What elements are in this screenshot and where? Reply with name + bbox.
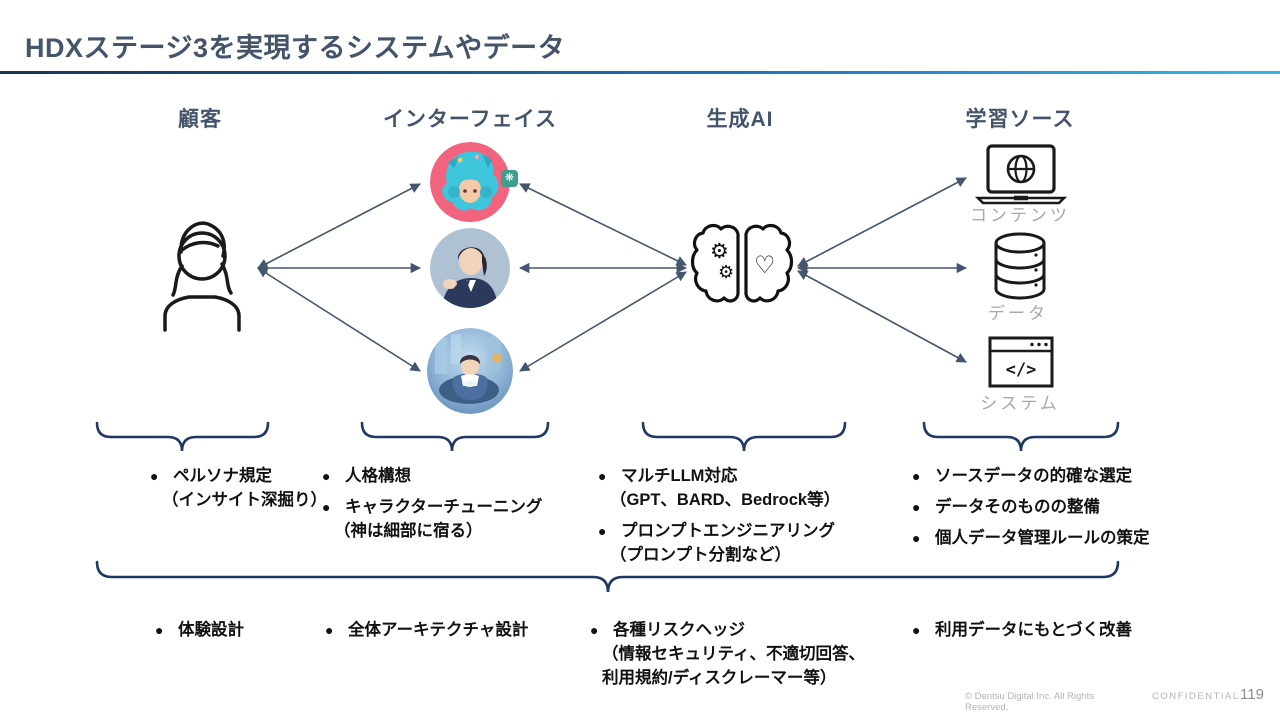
source-label-data: データ <box>988 304 1048 323</box>
bullet-text: 各種リスクヘッジ <box>613 621 745 639</box>
bullet-marker: ● <box>598 468 607 484</box>
bullet-marker: ● <box>912 622 921 638</box>
column-header-gen-ai: 生成AI <box>706 108 774 131</box>
bullet-text: 個人データ管理ルールの策定 <box>935 529 1150 547</box>
bullet-item: ● マルチLLM対応 （GPT、BARD、Bedrock等） <box>598 464 913 512</box>
bullet-item: ● 人格構想 <box>322 464 602 488</box>
page-number: 119 <box>1240 686 1264 703</box>
bullet-marker: ● <box>912 499 921 515</box>
bullet-text: 体験設計 <box>178 621 244 639</box>
bracket-under-interface <box>360 421 550 452</box>
title-underline <box>0 71 1280 74</box>
bracket-under-customer <box>95 421 270 452</box>
source-label-system: システム <box>980 394 1060 413</box>
bullet-marker: ● <box>322 499 331 515</box>
bullets-customer: ● ペルソナ規定 （インサイト深掘り） <box>150 464 370 519</box>
openai-logo-badge-icon: ❋ <box>501 170 518 187</box>
bullet-item: ● ソースデータの的確な選定 <box>912 464 1212 488</box>
bullet-marker: ● <box>150 468 159 484</box>
column-header-customer: 顧客 <box>178 108 222 131</box>
page-title: HDXステージ3を実現するシステムやデータ <box>25 33 566 63</box>
arrow-avatar1-brain <box>519 183 687 266</box>
bullet-text: ソースデータの的確な選定 <box>935 467 1133 485</box>
bracket-overall <box>95 560 1120 593</box>
footer-copyright: © Dentsu Digital Inc. All Rights Reserve… <box>965 691 1094 713</box>
bullet-text: 全体アーキテクチャ設計 <box>348 621 529 639</box>
bullets-learning-source: ● ソースデータの的確な選定 ● データそのものの整備 ● 個人データ管理ルールの策定 <box>912 464 1212 557</box>
bullets-interface: ● 人格構想 ● キャラクターチューニング （神は細部に宿る） <box>322 464 602 550</box>
brain-gears-heart-icon: ⚙ ⚙ ♡ <box>690 223 794 303</box>
database-icon <box>994 232 1046 300</box>
bullet-item: ● 個人データ管理ルールの策定 <box>912 526 1212 550</box>
arrow-brain-system <box>797 270 967 363</box>
bullet-marker: ● <box>322 468 331 484</box>
code-glyph: </> <box>1006 360 1037 380</box>
gear-icon: ⚙ <box>710 239 729 263</box>
code-window-icon: </> <box>988 336 1054 388</box>
bullet-subtext: （神は細部に宿る） <box>334 522 483 540</box>
gear-icon: ⚙ <box>718 262 734 283</box>
bullet-item: ● プロンプトエンジニアリング （プロンプト分割など） <box>598 519 913 567</box>
avatar-anime-scene-image <box>427 328 513 414</box>
source-label-content: コンテンツ <box>970 206 1070 225</box>
bullet-text: 人格構想 <box>345 467 411 485</box>
bullet-marker: ● <box>155 622 164 638</box>
bottom-bullet-experience-design: ● 体験設計 <box>155 618 335 649</box>
column-header-learning-source: 学習ソース <box>965 108 1075 131</box>
bottom-bullet-improvement: ● 利用データにもとづく改善 <box>912 618 1212 649</box>
footer-confidential: CONFIDENTIAL <box>1152 691 1240 702</box>
bullet-text: 利用データにもとづく改善 <box>935 621 1133 639</box>
bullet-text: キャラクターチューニング <box>345 498 543 516</box>
bullet-text: マルチLLM対応 <box>621 467 738 485</box>
heart-icon: ♡ <box>754 251 776 279</box>
bullet-item: ● ペルソナ規定 （インサイト深掘り） <box>150 464 370 512</box>
arrow-avatar3-brain <box>519 271 687 372</box>
bullet-subtext: 利用規約/ディスクレーマー等） <box>602 669 837 687</box>
bullet-marker: ● <box>590 622 599 638</box>
bullet-text: データそのものの整備 <box>935 498 1100 516</box>
column-header-interface: インターフェイス <box>382 108 558 131</box>
avatar-businesswoman-image <box>430 228 510 308</box>
arrow-customer-avatar3 <box>257 267 421 372</box>
bullet-marker: ● <box>912 530 921 546</box>
bullet-subtext: （プロンプト分割など） <box>610 546 792 564</box>
arrow-customer-avatar1 <box>257 183 421 269</box>
arrow-brain-content <box>797 177 967 267</box>
laptop-globe-icon <box>974 144 1068 205</box>
bottom-bullet-architecture: ● 全体アーキテクチャ設計 <box>325 618 585 649</box>
bottom-bullet-risk-hedge: ● 各種リスクヘッジ （情報セキュリティ、不適切回答、 利用規約/ディスクレーマー… <box>590 618 930 697</box>
bullet-text: ペルソナ規定 <box>173 467 272 485</box>
bracket-under-learning-source <box>922 421 1120 452</box>
bracket-under-gen-ai <box>641 421 847 452</box>
avatar-anime-character-image <box>430 142 510 222</box>
bullet-text: プロンプトエンジニアリング <box>621 522 836 540</box>
bullet-marker: ● <box>598 523 607 539</box>
flow-arrows <box>256 177 968 372</box>
bullet-subtext: （インサイト深掘り） <box>162 491 327 509</box>
bullet-marker: ● <box>325 622 334 638</box>
bullet-item: ● データそのものの整備 <box>912 495 1212 519</box>
bullet-item: ● キャラクターチューニング （神は細部に宿る） <box>322 495 602 543</box>
bullet-subtext: （情報セキュリティ、不適切回答、 <box>602 645 866 663</box>
bullet-subtext: （GPT、BARD、Bedrock等） <box>610 491 841 509</box>
bullet-marker: ● <box>912 468 921 484</box>
person-woman-icon <box>163 221 241 332</box>
bullets-gen-ai: ● マルチLLM対応 （GPT、BARD、Bedrock等） ● プロンプトエンジニ… <box>598 464 913 574</box>
